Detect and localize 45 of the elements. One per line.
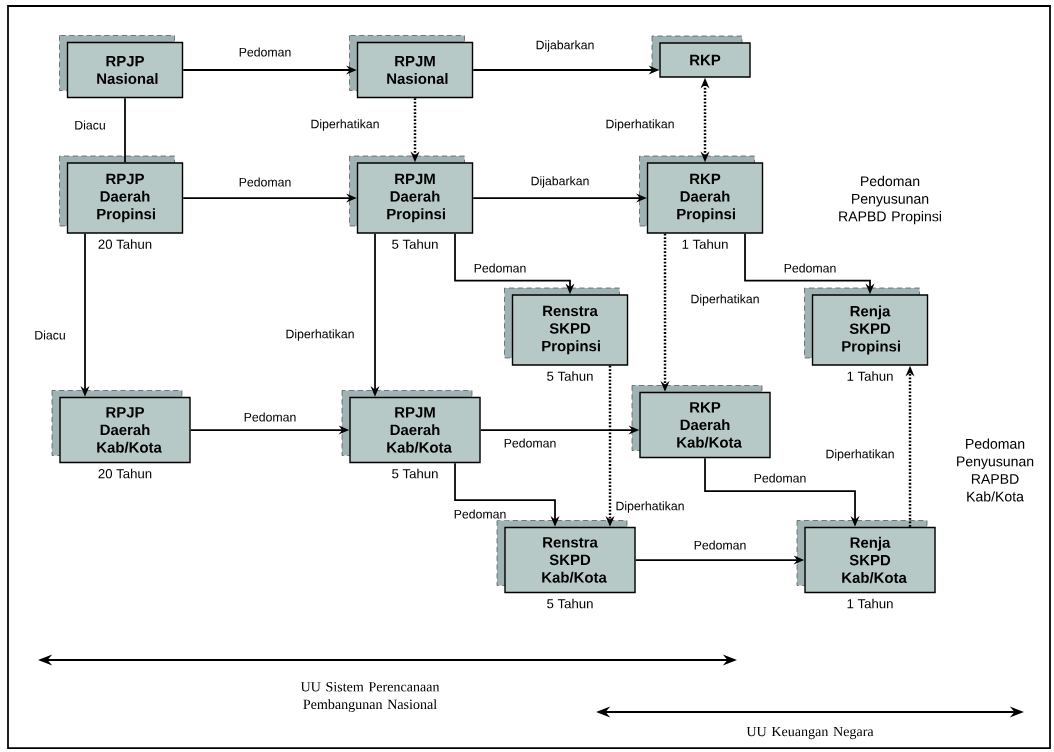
duration-label: 20 Tahun [98, 468, 152, 479]
note-text: Pedoman Penyusunan RAPBD Kab/Kota [957, 438, 1034, 502]
document-stack: RKP Daerah Kab/Kota [631, 385, 771, 459]
document-stack: RKP Daerah Propinsi [639, 155, 764, 234]
edge-label: Pedoman [236, 45, 294, 59]
duration-label: 5 Tahun [547, 598, 593, 609]
edge-label: Pedoman [471, 261, 529, 275]
edge-label: Pedoman [691, 538, 749, 552]
edge-label: Pedoman [451, 507, 509, 521]
edge-label: Diacu [72, 118, 108, 132]
document-stack: RPJP Daerah Kab/Kota [51, 390, 191, 464]
edge-label: Diperhatikan [308, 117, 382, 133]
note-text: UU Sistem Perencanaan Pembangunan Nasional [300, 682, 440, 712]
duration-label: 1 Tahun [682, 239, 728, 249]
document-stack: RPJM Daerah Propinsi [349, 155, 474, 234]
edge-label: Pedoman [501, 436, 559, 450]
edge-label: Pedoman [236, 175, 294, 189]
document-stack: RPJM Daerah Kab/Kota [341, 390, 481, 464]
document-stack: Renstra SKPD Kab/Kota [496, 520, 636, 594]
document-stack: Renstra SKPD Propinsi [504, 287, 629, 366]
document-stack: RPJP Nasional [59, 35, 184, 99]
edge-label: Diacu [32, 328, 68, 342]
edge-label: Diperhatikan [688, 292, 762, 308]
edge-label: Diperhatikan [613, 499, 687, 515]
duration-label: 20 Tahun [98, 239, 152, 249]
duration-label: 5 Tahun [547, 371, 593, 381]
edge-label: Pedoman [241, 410, 299, 424]
note-text: Pedoman Penyusunan RAPBD Propinsi [839, 175, 941, 225]
edge-label: Diperhatikan [603, 117, 677, 133]
duration-label: 5 Tahun [392, 468, 438, 479]
document-stack: RKP [651, 35, 751, 78]
edge-label: Diperhatikan [283, 327, 357, 343]
edge-label: Dijabarkan [528, 174, 592, 190]
document-stack: RPJP Daerah Propinsi [59, 155, 184, 234]
document-stack: RPJM Nasional [349, 35, 474, 99]
edge-label: Pedoman [751, 471, 809, 485]
edge-label: Diperhatikan [823, 447, 897, 463]
note-text: UU Keuangan Negara [746, 726, 874, 740]
edge-label: Pedoman [781, 261, 839, 275]
duration-label: 5 Tahun [392, 239, 438, 249]
duration-label: 1 Tahun [847, 371, 893, 381]
document-stack: Renja SKPD Propinsi [804, 287, 929, 366]
duration-label: 1 Tahun [847, 598, 893, 609]
edge-label: Dijabarkan [533, 38, 597, 54]
document-stack: Renja SKPD Kab/Kota [796, 520, 936, 594]
